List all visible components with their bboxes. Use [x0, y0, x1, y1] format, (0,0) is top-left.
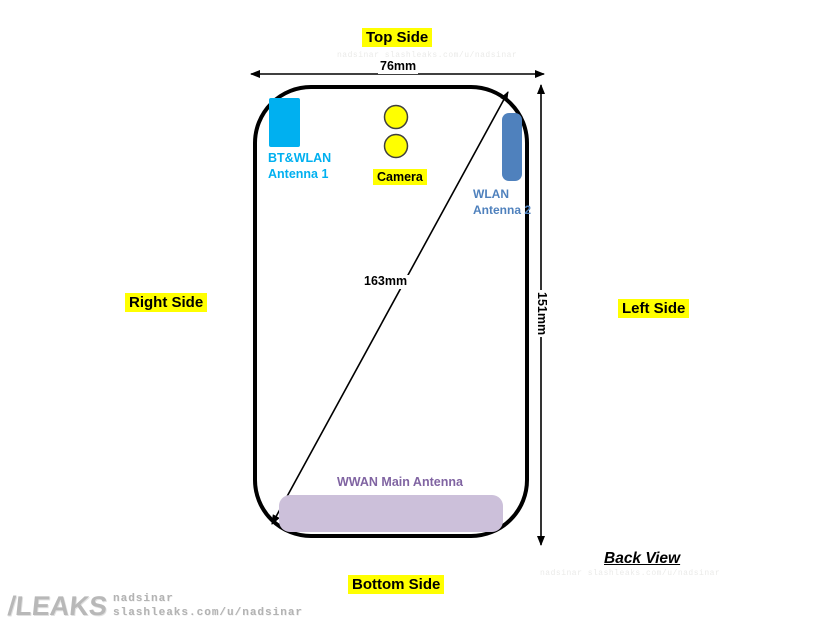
left-side-label: Left Side [618, 299, 690, 319]
phone-body-outline [253, 85, 529, 538]
diagonal-dimension-label: 163mm [362, 274, 410, 289]
width-dimension-label: 76mm [378, 59, 419, 74]
right-side-label: Right Side [125, 293, 208, 313]
watermark-username: nadsinar [113, 593, 174, 605]
wlan-antenna2-label-line2: Antenna 2 [473, 202, 532, 217]
wlan-antenna2-zone [502, 113, 522, 181]
faint-watermark-bottom: nadsinar slashleaks.com/u/nadsinar [540, 569, 721, 578]
diagonal-dimension-arrow [271, 91, 509, 525]
bottom-side-label: Bottom Side [348, 575, 445, 595]
slashleaks-logo: /LEAKS [6, 591, 109, 621]
watermark-url: slashleaks.com/u/nadsinar [113, 607, 304, 619]
height-dimension-label: 151mm [534, 290, 549, 338]
wwan-main-antenna-label: WWAN Main Antenna [337, 475, 463, 489]
camera-label: Camera [373, 169, 427, 186]
faint-watermark-top: nadsinar slashleaks.com/u/nadsinar [337, 51, 518, 60]
wlan-antenna2-label: WLAN Antenna 2 [473, 187, 531, 218]
camera-lens-top-icon [383, 104, 409, 130]
back-view-label: Back View [604, 550, 681, 567]
bt-wlan-antenna1-zone [269, 98, 300, 147]
wlan-antenna2-label-line1: WLAN [473, 187, 509, 201]
bt-wlan-antenna1-label: BT&WLAN Antenna 1 [268, 150, 331, 183]
top-side-label: Top Side [362, 28, 433, 48]
bt-wlan-antenna1-label-line1: BT&WLAN [268, 151, 332, 165]
bt-wlan-antenna1-label-line2: Antenna 1 [268, 167, 329, 182]
camera-lens-bottom-icon [383, 133, 409, 159]
wwan-main-antenna-zone [279, 495, 503, 532]
